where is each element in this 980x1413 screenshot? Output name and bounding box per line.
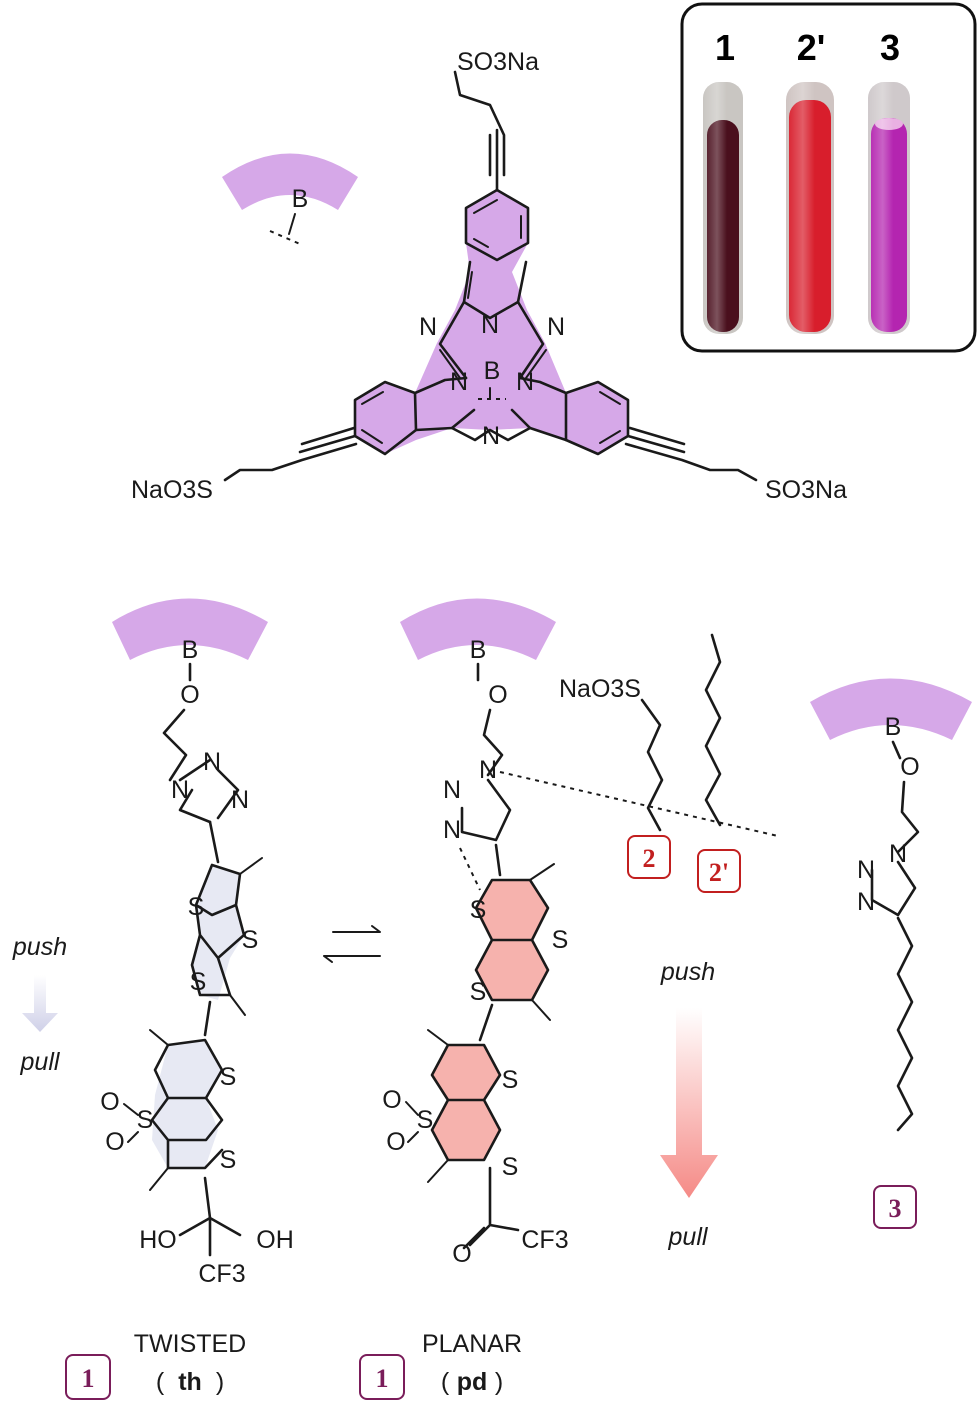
twisted-s-label: S <box>190 968 207 996</box>
sulfone-o: O <box>386 1128 405 1156</box>
twisted-title: TWISTED <box>134 1330 247 1358</box>
vial-photo-inset: 1 2' 3 <box>680 2 977 353</box>
push-pull-large: push pull <box>660 958 718 1251</box>
planar-boron-label: B <box>470 636 487 664</box>
twisted-s-label: S <box>242 926 259 954</box>
twisted-cf3: CF3 <box>198 1260 245 1288</box>
ligand-3-conjugate: B O N N N 3 <box>810 678 972 1229</box>
planar-conformer: B O N N N S S S S S S O O O CF3 PLANAR p… <box>359 598 569 1400</box>
planar-s-label: S <box>502 1153 519 1181</box>
triazole-n: N <box>857 856 875 884</box>
twisted-boron-label: B <box>182 636 199 664</box>
core-boron-label: B <box>484 357 501 385</box>
triazole-n: N <box>889 840 907 868</box>
twisted-paren-close: ) <box>216 1368 224 1396</box>
push-label-right: push <box>660 958 715 986</box>
push-pull-small: push pull <box>12 933 67 1076</box>
hydrate-oh: OH <box>256 1226 294 1254</box>
pull-label-left: pull <box>20 1048 61 1076</box>
sulfone-o: O <box>100 1088 119 1116</box>
vial-2-prime <box>786 82 834 334</box>
ligands-2-and-2-prime: NaO3S 2 2' <box>499 633 779 893</box>
core-n-label: N <box>481 311 499 339</box>
vial-label-2-prime: 2' <box>797 27 826 68</box>
vial-label-3: 3 <box>880 27 900 68</box>
triazole-n: N <box>171 776 189 804</box>
planar-abbr: pd <box>457 1368 488 1396</box>
core-n-label: N <box>450 368 468 396</box>
planar-paren-open: ( <box>441 1368 450 1396</box>
planar-oxygen-label: O <box>488 681 507 709</box>
twisted-oxygen-label: O <box>180 681 199 709</box>
twisted-abbr: th <box>178 1368 202 1396</box>
ligand-3-number-box: 3 <box>889 1194 902 1223</box>
subphthalocyanine-core: B N N N N N N SO3Na NaO3S SO3Na <box>131 48 847 504</box>
ligand-3-oxygen-label: O <box>900 753 919 781</box>
triazole-n: N <box>443 816 461 844</box>
twisted-paren-open: ( <box>156 1368 165 1396</box>
triazole-n: N <box>857 888 875 916</box>
twisted-s-label: S <box>220 1146 237 1174</box>
core-n-label: N <box>547 313 565 341</box>
vial-3 <box>868 82 910 334</box>
sulfone-o: O <box>382 1086 401 1114</box>
twisted-conformer: B O N N N S S S S S S O O HO OH CF3 TWIS… <box>65 598 294 1400</box>
top-sulfonate-label: SO3Na <box>457 48 539 76</box>
vial-1 <box>703 82 743 334</box>
right-sulfonate-label: SO3Na <box>765 476 847 504</box>
push-label-left: push <box>12 933 67 961</box>
triazole-n: N <box>443 776 461 804</box>
planar-paren-close: ) <box>495 1368 503 1396</box>
hydrate-ho: HO <box>139 1226 177 1254</box>
planar-s-label: S <box>417 1106 434 1134</box>
twisted-number-box: 1 <box>82 1364 95 1393</box>
twisted-s-label: S <box>137 1106 154 1134</box>
planar-cf3: CF3 <box>521 1226 568 1254</box>
planar-number-box: 1 <box>376 1364 389 1393</box>
core-n-label: N <box>482 422 500 450</box>
triazole-n: N <box>479 756 497 784</box>
ketone-o: O <box>452 1240 471 1268</box>
planar-s-label: S <box>470 978 487 1006</box>
triazole-n: N <box>203 748 221 776</box>
equilibrium-arrows <box>323 925 381 963</box>
left-sulfonate-label: NaO3S <box>131 476 213 504</box>
twisted-s-label: S <box>220 1063 237 1091</box>
twisted-s-label: S <box>188 893 205 921</box>
ligand-3-boron-label: B <box>885 713 902 741</box>
core-n-label: N <box>516 368 534 396</box>
subphthalocyanine-fragment-top: B <box>222 153 358 245</box>
planar-s-label: S <box>470 896 487 924</box>
planar-s-label: S <box>552 926 569 954</box>
planar-title: PLANAR <box>422 1330 522 1358</box>
pull-label-right: pull <box>668 1223 709 1251</box>
triazole-n: N <box>231 786 249 814</box>
vial-label-1: 1 <box>715 27 735 68</box>
sulfone-o: O <box>105 1128 124 1156</box>
ligand-2-prime-number-box: 2' <box>709 858 729 887</box>
fragment-boron-label: B <box>292 185 309 213</box>
planar-s-label: S <box>502 1066 519 1094</box>
core-n-label: N <box>419 313 437 341</box>
ligand-2-number-box: 2 <box>643 844 656 873</box>
ligand-2-sulfonate: NaO3S <box>559 675 641 703</box>
